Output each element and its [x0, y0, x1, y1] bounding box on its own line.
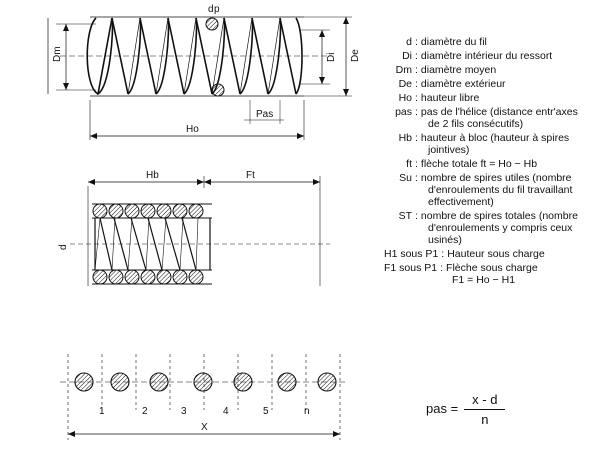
legend-row-ho: Ho:hauteur libre	[384, 92, 598, 104]
pitch-diagram	[60, 354, 346, 440]
legend-text-cont: F1 = Ho − H1	[452, 274, 516, 286]
pitch-index-1: 1	[99, 406, 105, 417]
pitch-index-3: 3	[181, 406, 187, 417]
block-spring	[70, 176, 330, 286]
block-spring-sections	[92, 203, 204, 285]
legend-text: diamètre extérieur	[420, 78, 506, 90]
legend: d:diamètre du fil Di:diamètre intérieur …	[384, 36, 598, 288]
pitch-wires	[74, 372, 337, 392]
legend-text: pas de l'hélice (distance entr'axes	[420, 106, 578, 118]
label-pas: Pas	[256, 109, 273, 120]
legend-text: diamètre du fil	[420, 36, 487, 48]
legend-symbol: Dm	[395, 64, 412, 76]
formula-left: pas =	[426, 400, 459, 416]
label-p: p	[214, 4, 220, 15]
legend-symbol: Ho	[398, 92, 412, 104]
block-spring-arrows	[88, 179, 320, 185]
free-spring	[47, 16, 352, 140]
label-d-top: d	[208, 4, 214, 15]
legend-text: diamètre intérieur du ressort	[420, 50, 553, 62]
legend-text: hauteur libre	[420, 92, 480, 104]
legend-text-cont: d'enroulements du fil travaillant effect…	[428, 184, 573, 208]
legend-text: diamètre moyen	[420, 64, 497, 76]
legend-symbol: Su	[399, 172, 412, 184]
label-hb: Hb	[146, 170, 159, 181]
legend-row-dm: Dm:diamètre moyen	[384, 64, 598, 76]
pitch-index-2: 2	[142, 406, 148, 417]
legend-row-di: Di:diamètre intérieur du ressort	[384, 50, 598, 62]
pitch-index-n: n	[304, 406, 310, 417]
label-d-middle: d	[58, 244, 69, 250]
legend-text-cont: d'enroulements y compris ceux usinés)	[428, 222, 573, 246]
legend-symbol: F1 sous P1	[384, 262, 438, 274]
legend-text: hauteur à bloc (hauteur à spires	[420, 132, 570, 144]
legend-text: nombre de spires totales (nombre	[420, 210, 578, 222]
label-ft: Ft	[246, 170, 255, 181]
legend-symbol: H1 sous P1	[384, 248, 439, 260]
legend-row-de: De:diamètre extérieur	[384, 78, 598, 90]
legend-row-ft: ft:flèche totale ft = Ho − Hb	[384, 158, 598, 170]
label-di: Di	[326, 53, 337, 62]
legend-row-h1: H1 sous P1:Hauteur sous charge	[384, 248, 545, 260]
formula-fraction: x - d n	[464, 392, 506, 427]
legend-text: Hauteur sous charge	[447, 248, 545, 260]
label-x: X	[201, 422, 208, 433]
legend-symbol: De	[398, 78, 412, 90]
label-ho: Ho	[186, 124, 199, 135]
legend-text: Flèche sous charge	[446, 262, 538, 274]
legend-text: nombre de spires utiles (nombre	[420, 172, 572, 184]
pitch-index-5: 5	[263, 406, 269, 417]
formula-numerator: x - d	[464, 392, 506, 410]
pitch-arrows	[68, 431, 340, 437]
legend-symbol: Hb	[398, 132, 412, 144]
legend-text-cont: de 2 fils consécutifs)	[428, 118, 524, 130]
pitch-formula: pas = x - d n	[426, 392, 506, 427]
label-de: De	[350, 49, 361, 62]
legend-text: flèche totale ft = Ho − Hb	[420, 158, 538, 170]
formula-denominator: n	[481, 412, 489, 427]
legend-symbol: ST	[398, 210, 412, 222]
label-dm: Dm	[52, 46, 63, 62]
legend-symbol: Di	[402, 50, 412, 62]
legend-symbol: d	[406, 36, 412, 48]
legend-text-cont: jointives)	[428, 144, 470, 156]
legend-symbol: ft	[406, 158, 412, 170]
free-spring-arrows	[63, 17, 349, 139]
pitch-index-4: 4	[223, 406, 229, 417]
legend-row-d: d:diamètre du fil	[384, 36, 598, 48]
legend-symbol: pas	[395, 106, 412, 118]
